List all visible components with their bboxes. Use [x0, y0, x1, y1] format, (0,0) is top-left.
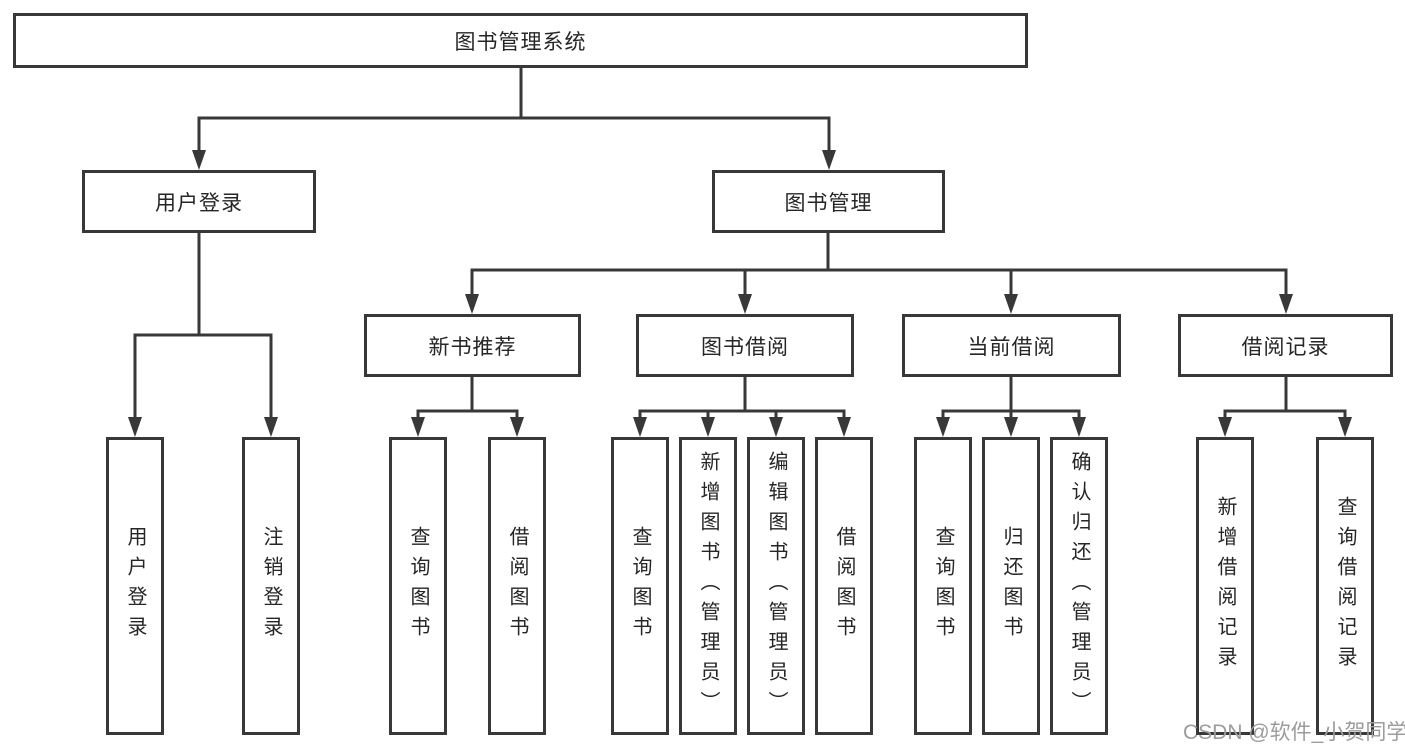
leaf-add-books-admin-label: 新增图书（管理员） [697, 451, 719, 721]
leaf-search-books-current-label: 查询图书 [932, 526, 954, 646]
leaf-search-books-borrowing-label: 查询图书 [629, 526, 651, 646]
leaf-return-books-label: 归还图书 [1000, 526, 1022, 646]
node-user-login: 用户登录 [82, 170, 316, 233]
leaf-confirm-return-admin-label: 确认归还（管理员） [1068, 451, 1090, 721]
leaf-search-books-recommend-label: 查询图书 [407, 526, 429, 646]
leaf-confirm-return-admin: 确认归还（管理员） [1050, 437, 1108, 735]
leaf-logout: 注销登录 [242, 437, 300, 735]
leaf-borrow-books-label: 借阅图书 [833, 526, 855, 646]
node-current-borrowing: 当前借阅 [902, 314, 1121, 377]
node-current-borrowing-label: 当前借阅 [967, 335, 1056, 359]
node-new-book-recommendation: 新书推荐 [364, 314, 581, 377]
leaf-search-books-current: 查询图书 [914, 437, 972, 735]
connector-book-management [470, 229, 1288, 299]
leaf-user-login: 用户登录 [106, 437, 164, 735]
leaf-borrow-books-recommend: 借阅图书 [488, 437, 546, 735]
csdn-watermark: CSDN @软件_小贺同学 [1183, 721, 1405, 744]
connector-new-book [416, 373, 519, 422]
connector-current-borrowing [941, 373, 1081, 422]
node-user-login-label: 用户登录 [155, 191, 243, 215]
leaf-search-books-recommend: 查询图书 [389, 437, 447, 735]
leaf-add-books-admin: 新增图书（管理员） [679, 437, 737, 735]
leaf-return-books: 归还图书 [982, 437, 1040, 735]
node-library-system: 图书管理系统 [13, 13, 1028, 68]
leaf-borrow-books: 借阅图书 [815, 437, 873, 735]
leaf-borrow-books-recommend-label: 借阅图书 [506, 526, 528, 646]
leaf-user-login-label: 用户登录 [124, 526, 146, 646]
node-borrowing-records: 借阅记录 [1178, 314, 1393, 377]
leaf-search-borrow-record-label: 查询借阅记录 [1334, 496, 1356, 676]
leaf-add-borrow-record-label: 新增借阅记录 [1214, 496, 1236, 676]
leaf-logout-label: 注销登录 [260, 526, 282, 646]
connector-book-borrowing [638, 373, 846, 422]
node-book-management: 图书管理 [712, 170, 945, 233]
leaf-edit-books-admin: 编辑图书（管理员） [747, 437, 805, 735]
connector-user-login [133, 229, 273, 422]
node-borrowing-records-label: 借阅记录 [1241, 335, 1330, 359]
leaf-search-borrow-record: 查询借阅记录 [1316, 437, 1374, 735]
node-new-book-recommendation-label: 新书推荐 [428, 335, 517, 359]
leaf-edit-books-admin-label: 编辑图书（管理员） [765, 451, 787, 721]
connector-root [197, 64, 831, 155]
leaf-add-borrow-record: 新增借阅记录 [1196, 437, 1254, 735]
node-library-system-label: 图书管理系统 [454, 30, 587, 54]
node-book-borrowing-label: 图书借阅 [701, 335, 789, 359]
node-book-management-label: 图书管理 [784, 191, 873, 215]
node-book-borrowing: 图书借阅 [636, 314, 854, 377]
leaf-search-books-borrowing: 查询图书 [611, 437, 669, 735]
connector-borrowing-records [1223, 373, 1347, 422]
